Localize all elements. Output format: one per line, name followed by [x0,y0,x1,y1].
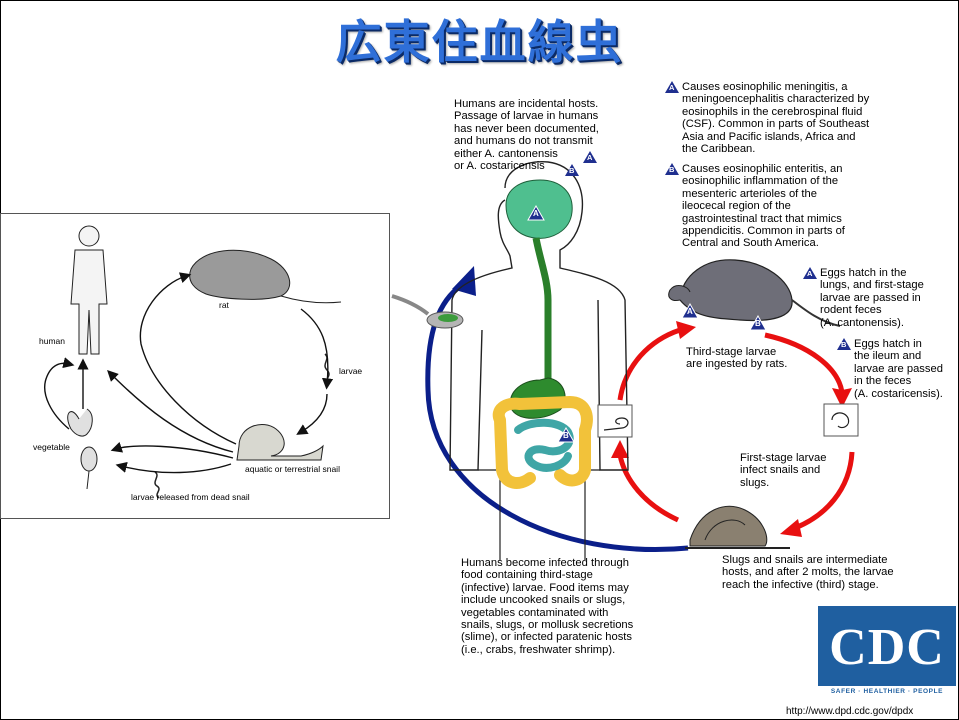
badge-b-note-letter: B [669,165,675,174]
slide-title: 広東住血線虫 [335,15,624,69]
badge-a-note-letter: A [669,83,675,92]
inset-arrows [44,272,334,474]
badge-b-rat-letter: B [755,319,761,328]
note-a-text: Causes eosinophilic meningitis, a mening… [682,81,870,156]
cdc-tagline: SAFER · HEALTHIER · PEOPLE [830,688,944,695]
larva-box-right [823,403,859,437]
badge-b-eggs-letter: B [841,340,847,349]
inset-released-larvae-worm [154,471,160,499]
inset-label-vegetable: vegetable [33,442,70,452]
badge-a-eggs [803,267,817,279]
badge-a-rat-letter: A [687,307,693,316]
inset-vegetable-figure [67,408,98,490]
inset-human-figure [70,225,108,355]
human-body-illustration [391,161,629,560]
larva-box-left [597,404,633,438]
badge-b-gut [557,426,575,443]
badge-b-inline-1 [565,164,579,176]
inset-label-human: human [39,336,65,346]
humans-incidental-text: Humans are incidental hosts. Passage of … [454,98,599,173]
rat-illustration [668,259,841,327]
inset-label-snail: aquatic or terrestrial snail [245,464,340,474]
badge-b-eggs [837,338,851,350]
inset-snail-figure [236,424,324,461]
inset-rat-figure [189,249,342,304]
source-url: http://www.dpd.cdc.gov/dpdx [786,706,914,717]
badge-a-inline-1 [583,151,597,163]
badge-b-inline-1-letter: B [569,166,575,175]
cdc-logo: CDC [818,606,956,686]
badge-a-eggs-letter: A [807,269,813,278]
badge-a-note [665,81,679,93]
eggs-lungs-text: Eggs hatch in the lungs, and first-stage… [820,267,924,329]
badge-a-brain [527,204,545,221]
first-stage-text: First-stage larvae infect snails and slu… [740,452,827,489]
note-b-text: Causes eosinophilic enteritis, an eosino… [682,163,845,250]
badge-b-rat [749,314,767,331]
badge-b-note [665,163,679,175]
simplified-cycle-inset: human rat larvae aquatic or terrestrial … [0,213,390,519]
third-stage-text: Third-stage larvae are ingested by rats. [686,346,788,371]
eggs-ileum-text: Eggs hatch in the ileum and larvae are p… [854,338,943,400]
humans-infected-text: Humans become infected through food cont… [461,557,634,656]
inset-diagram [44,225,342,499]
inset-label-larvae-released: larvae released from dead snail [131,492,250,502]
badge-a-rat [681,302,699,319]
inset-label-rat: rat [219,300,229,310]
slugs-intermediate-text: Slugs and snails are intermediate hosts,… [722,554,894,591]
rat-snail-cycle [611,321,855,537]
badge-b-gut-letter: B [563,431,569,440]
snail-illustration [685,505,790,549]
badge-a-inline-1-letter: A [587,153,593,162]
badge-a-brain-letter: A [533,209,539,218]
inset-label-larvae: larvae [339,366,363,376]
